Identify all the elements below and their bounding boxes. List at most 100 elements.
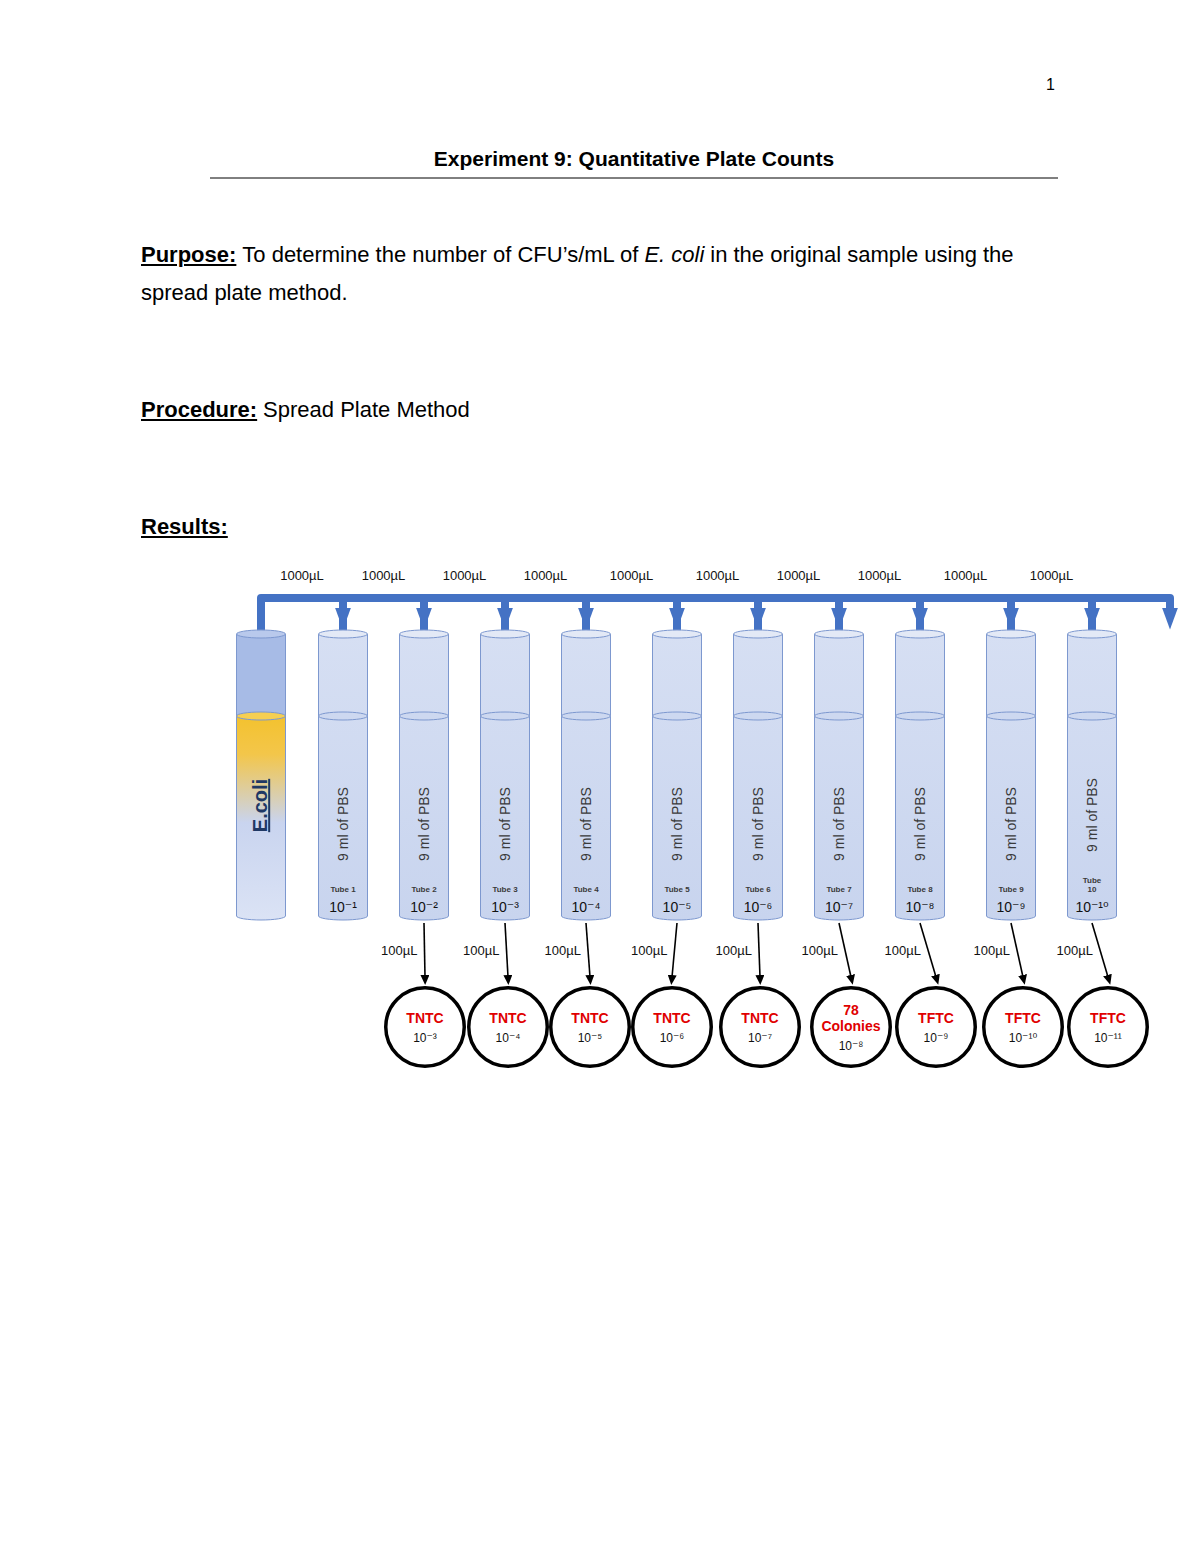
text-holder: 10⁻²: [410, 898, 438, 916]
diluent-label: 9 ml of PBS: [1003, 787, 1019, 861]
continuation-arrow: [1092, 598, 1170, 630]
text-block: Purpose:To determine the number of CFU’s…: [141, 236, 1041, 312]
count-result: TFTC: [918, 1010, 954, 1026]
volume-label: 100µL: [1056, 943, 1094, 958]
plate-outline: [384, 986, 466, 1068]
count-result: TNTC: [653, 1010, 690, 1026]
dilution-factor: 10⁻⁵: [578, 1031, 603, 1045]
dilution-factor: 10⁻⁷: [748, 1031, 772, 1045]
plating-arrow: [505, 923, 508, 977]
volume-label: 1000µL: [361, 568, 407, 583]
transfer-arrow: [677, 598, 758, 632]
text-column: 9 ml of PBS Tube 10 10⁻¹⁰: [1067, 630, 1117, 920]
count-result: TNTC: [571, 1010, 608, 1026]
diluent-label: 9 ml of PBS: [335, 787, 351, 861]
plate-outline: [549, 986, 631, 1068]
tube-number: Tube 2: [411, 885, 437, 894]
text-holder: 10⁻⁸: [906, 898, 935, 916]
culture-name: E.coli: [250, 778, 273, 831]
agar-plate: TFTC10⁻¹⁰: [982, 986, 1064, 1068]
dilution-tube: 9 ml of PBS Tube 10 10⁻¹⁰: [1067, 630, 1117, 920]
dilution-tube: 9 ml of PBSTube 110⁻¹: [318, 630, 368, 920]
diluent-label: 9 ml of PBS: [669, 787, 685, 861]
plating-arrow: [1011, 923, 1023, 977]
page-number: 1: [1046, 76, 1055, 93]
plating-arrow: [839, 923, 851, 977]
text-holder: 9 ml of PBS: [561, 769, 611, 879]
label-holder: 1000µL: [442, 566, 488, 584]
dilution-factor: 10⁻³: [413, 1031, 437, 1045]
plate-outline: [467, 986, 549, 1068]
text-holder: 10⁻⁴: [572, 898, 601, 916]
text-holder: Tube 6: [745, 879, 771, 898]
tube-number: Tube 9: [998, 885, 1024, 894]
volume-label: 1000µL: [609, 568, 655, 583]
dilution-tube: 9 ml of PBSTube 810⁻⁸: [895, 630, 945, 920]
label-holder: 1000µL: [1029, 566, 1075, 584]
dilution-tube: 9 ml of PBSTube 910⁻⁹: [986, 630, 1036, 920]
text-column: TFTC10⁻¹⁰: [982, 986, 1064, 1068]
tube-rim: [400, 630, 449, 638]
tube-body: [237, 634, 286, 920]
label-holder: 100µL: [973, 941, 1011, 959]
tube-outline: [561, 630, 611, 920]
tube-rim: [319, 630, 368, 638]
volume-label: 1000µL: [943, 568, 989, 583]
culture-tube: E.coli: [236, 630, 286, 920]
dilution-factor: 10⁻⁴: [496, 1031, 521, 1045]
agar-plate: TNTC10⁻⁷: [719, 986, 801, 1068]
dilution-factor: 10⁻¹: [329, 898, 357, 916]
text-block: 1: [1046, 76, 1086, 94]
volume-label: 100µL: [973, 943, 1011, 958]
transfer-arrow: [424, 598, 505, 632]
tube-outline: [652, 630, 702, 920]
plate-rim: [551, 988, 630, 1067]
plating-arrow: [1092, 923, 1108, 977]
count-result: TNTC: [406, 1010, 443, 1026]
text-column: 9 ml of PBS Tube 4 10⁻⁴: [561, 630, 611, 920]
text-block: Procedure:Spread Plate Method: [141, 391, 841, 429]
diluent-label: 9 ml of PBS: [416, 787, 432, 861]
tube-body: [1068, 634, 1117, 920]
text-holder: 9 ml of PBS: [480, 769, 530, 879]
diluent-label: 9 ml of PBS: [750, 787, 766, 861]
tube-rim: [896, 630, 945, 638]
diluent-label: 9 ml of PBS: [497, 787, 513, 861]
volume-label: 1000µL: [523, 568, 569, 583]
text-column: TNTC 10⁻⁵: [549, 986, 631, 1068]
agar-plate: 78 Colonies10⁻⁸: [810, 986, 892, 1068]
volume-label: 100µL: [715, 943, 753, 958]
plating-arrow: [586, 923, 590, 977]
liquid-surface: [481, 712, 530, 720]
text-holder: 10⁻⁷: [825, 898, 853, 916]
text-column: TFTC 10⁻⁹: [895, 986, 977, 1068]
tube-number: Tube 5: [664, 885, 690, 894]
plate-rim: [897, 988, 976, 1067]
plating-arrow: [758, 923, 760, 977]
plate-rim: [469, 988, 548, 1067]
text-holder: Tube 4: [573, 879, 599, 898]
plate-rim: [812, 988, 891, 1067]
text-holder: 9 ml of PBS: [1067, 760, 1117, 870]
volume-label: 1000µL: [1029, 568, 1075, 583]
dilution-factor: 10⁻⁹: [924, 1031, 949, 1045]
transfer-arrow: [261, 598, 343, 632]
dilution-tube: 9 ml of PBS Tube 2 10⁻²: [399, 630, 449, 920]
tube-number: Tube 10: [1079, 876, 1105, 894]
text-column: 9 ml of PBS Tube 610⁻⁶: [733, 630, 783, 920]
count-result: TFTC: [1005, 1010, 1041, 1026]
count-result: TNTC: [489, 1010, 526, 1026]
section-heading: Results:: [141, 514, 228, 539]
title-holder: Experiment 9: Quantitative Plate Counts: [210, 147, 1058, 171]
text-column: 9 ml of PBS Tube 2 10⁻²: [399, 630, 449, 920]
text-column: 9 ml of PBSTube 710⁻⁷: [814, 630, 864, 920]
plating-arrow: [424, 923, 425, 977]
dilution-tube: 9 ml of PBS Tube 4 10⁻⁴: [561, 630, 611, 920]
label-holder: 100µL: [380, 941, 418, 959]
dilution-factor: 10⁻⁶: [744, 898, 773, 916]
tube-rim: [734, 630, 783, 638]
tube-number: Tube 4: [573, 885, 599, 894]
tube-outline: [986, 630, 1036, 920]
dilution-factor: 10⁻¹⁰: [1075, 898, 1108, 916]
volume-label: 100µL: [462, 943, 500, 958]
